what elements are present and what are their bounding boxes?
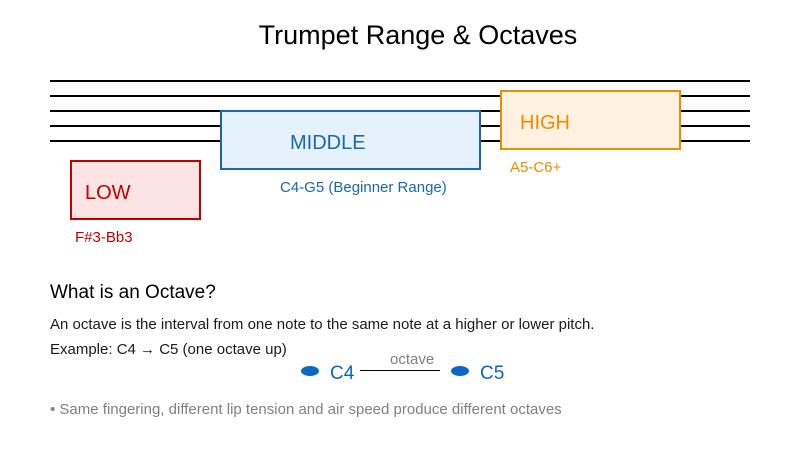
low-range-notes: F#3-Bb3 [75,229,133,246]
staff-line [50,95,750,97]
octave-example: Example: C4 → C5 (one octave up) [50,341,287,358]
octave-connector-line [360,370,440,371]
low-range-box: LOW [70,160,201,220]
high-range-box: HIGH [500,90,681,150]
octave-definition: An octave is the interval from one note … [50,316,595,333]
middle-range-notes: C4-G5 (Beginner Range) [280,179,447,196]
diagram-title: Trumpet Range & Octaves [258,20,578,50]
middle-range-box: MIDDLE [220,110,481,170]
high-range-label: HIGH [520,112,570,134]
low-range-label: LOW [85,182,131,204]
to-note-label: C5 [480,363,505,384]
fingering-note: • Same fingering, different lip tension … [50,401,562,418]
octave-heading: What is an Octave? [50,282,216,303]
staff-line [50,80,750,82]
note-head-icon [301,366,319,376]
from-note-label: C4 [330,363,355,384]
high-range-notes: A5-C6+ [510,159,562,176]
octave-connector-label: octave [390,351,435,368]
note-head-icon [451,366,469,376]
middle-range-label: MIDDLE [290,132,366,154]
